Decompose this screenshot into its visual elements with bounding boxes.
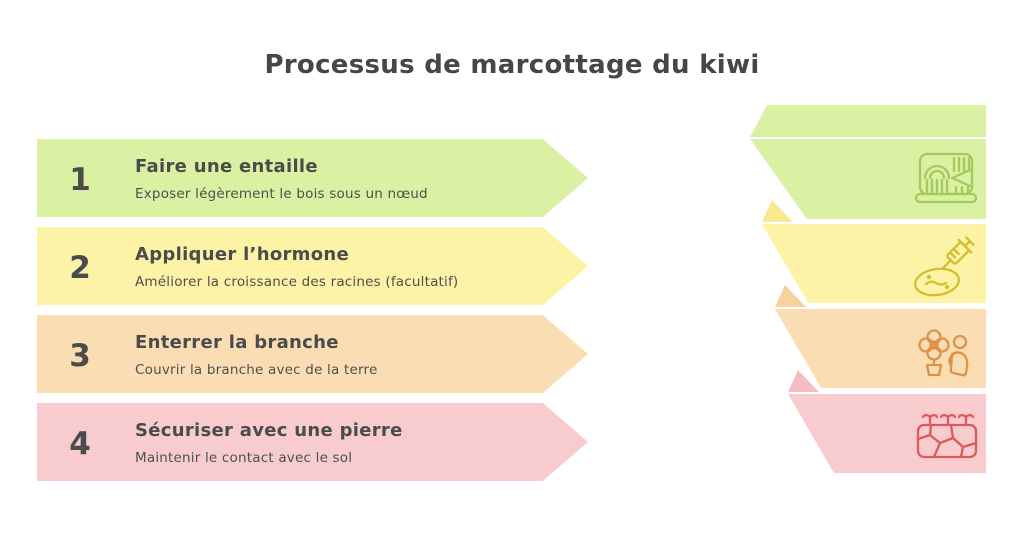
step-number: 2 — [69, 250, 91, 286]
step-title: Appliquer l’hormone — [135, 244, 350, 265]
wood-notch-icon — [914, 152, 978, 204]
syringe-icon — [913, 236, 975, 297]
step-text-block: Faire une entaille Exposer légèrement le… — [123, 139, 428, 217]
step-row-4: 4 Sécuriser avec une pierre Maintenir le… — [37, 403, 588, 481]
step-number: 1 — [69, 162, 91, 198]
step-subtitle: Maintenir le contact avec le sol — [135, 450, 353, 466]
page-title: Processus de marcottage du kiwi — [264, 50, 760, 80]
ribbon-band-3 — [775, 309, 986, 388]
flower-person-icon — [918, 329, 969, 377]
step-text-block: Enterrer la branche Couvrir la branche a… — [123, 315, 377, 393]
step-number: 3 — [69, 338, 91, 374]
step-number: 4 — [69, 426, 91, 462]
step-subtitle: Exposer légèrement le bois sous un nœud — [135, 186, 428, 202]
ribbon-fold-2 — [762, 200, 793, 222]
step-title: Faire une entaille — [135, 156, 318, 177]
stone-wall-icon — [916, 413, 978, 459]
ribbon-fold-3 — [775, 285, 806, 307]
step-subtitle: Couvrir la branche avec de la terre — [135, 362, 378, 378]
ribbon-band-4 — [788, 394, 986, 473]
step-title: Sécuriser avec une pierre — [135, 420, 403, 441]
ribbon-band-1 — [750, 139, 986, 219]
step-text-block: Appliquer l’hormone Améliorer la croissa… — [123, 227, 458, 305]
ribbon-band-2 — [762, 224, 986, 303]
step-row-1: 1 Faire une entaille Exposer légèrement … — [37, 139, 588, 217]
step-text-block: Sécuriser avec une pierre Maintenir le c… — [123, 403, 403, 481]
step-row-2: 2 Appliquer l’hormone Améliorer la crois… — [37, 227, 588, 305]
step-row-3: 3 Enterrer la branche Couvrir la branche… — [37, 315, 588, 393]
step-subtitle: Améliorer la croissance des racines (fac… — [135, 274, 459, 290]
ribbon-fold-4 — [788, 370, 819, 392]
ribbon-graphic — [750, 105, 986, 473]
ribbon-top-tab — [750, 105, 986, 137]
step-title: Enterrer la branche — [135, 332, 339, 353]
